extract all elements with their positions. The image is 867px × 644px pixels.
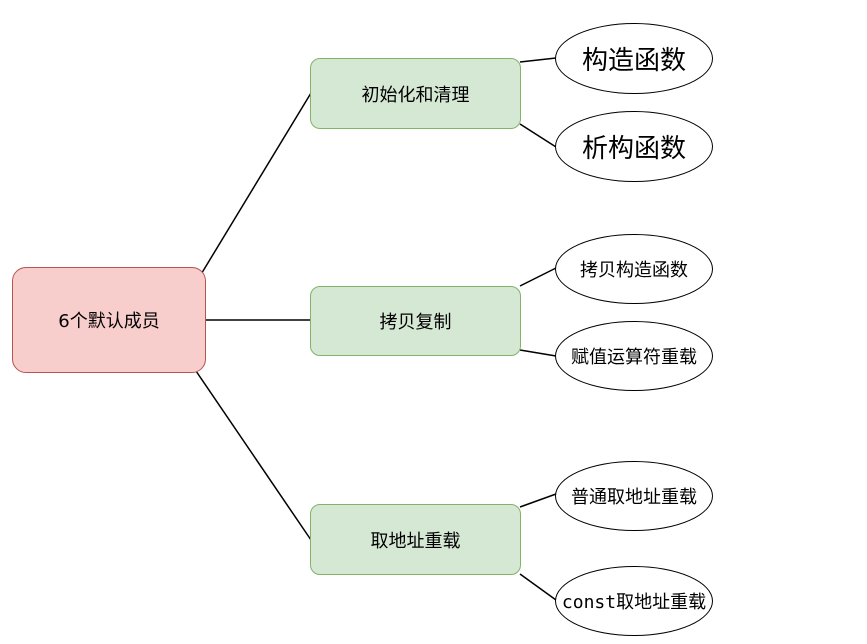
branch-node-address-overload: 取地址重载 [310,504,521,575]
edge-branch-1-leaf-2 [519,123,557,148]
leaf-node-const-address-overload: const取地址重载 [555,566,713,636]
leaf-node-constructor: 构造函数 [555,23,713,94]
edge-branch-2-leaf-1 [519,267,557,287]
leaf-node-destructor: 析构函数 [555,111,713,182]
edge-branch-3-leaf-2 [519,573,557,601]
leaf-node-copy-constructor: 拷贝构造函数 [555,234,713,304]
edge-root-branch-1 [199,92,312,277]
edge-branch-2-leaf-2 [519,349,557,357]
root-node: 6个默认成员 [12,267,206,373]
edge-root-branch-3 [195,370,312,541]
leaf-node-assignment-overload: 赋值运算符重载 [555,321,713,391]
leaf-node-normal-address-overload: 普通取地址重载 [555,461,713,531]
branch-node-init-cleanup: 初始化和清理 [310,58,521,129]
edge-branch-3-leaf-1 [519,493,557,508]
branch-node-copy: 拷贝复制 [310,286,521,356]
edge-branch-1-leaf-1 [519,57,557,63]
